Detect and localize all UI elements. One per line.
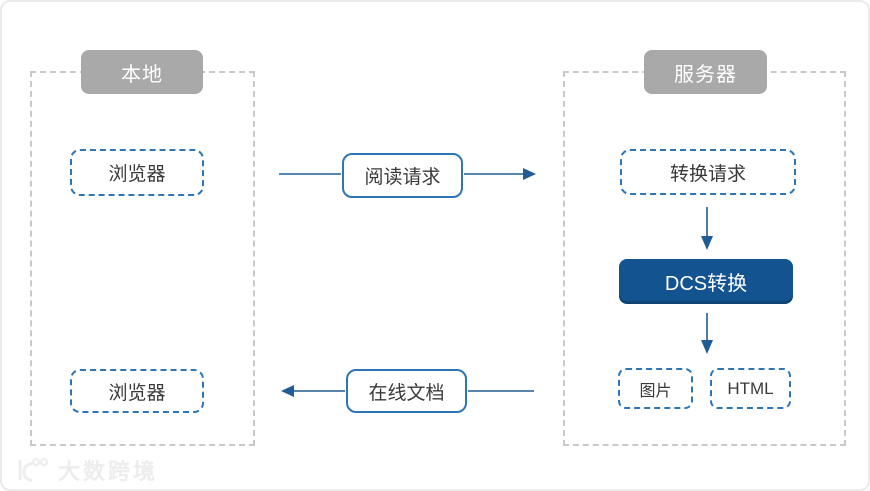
node-read-request-label: 阅读请求 [364,167,441,188]
group-badge-server: 服务器 [644,50,767,94]
group-badge-local-label: 本地 [121,63,163,86]
arrow-left-online-doc-to-browser-icon [281,385,345,397]
node-browser-bottom-label: 浏览器 [108,382,166,404]
node-convert-request-label: 转换请求 [669,163,746,185]
arrow-right-read-request-to-server-icon [464,168,536,180]
node-dcs-convert: DCS转换 [619,259,793,304]
node-html-output: HTML [710,368,791,409]
group-badge-server-label: 服务器 [674,63,737,86]
node-convert-request: 转换请求 [620,149,796,195]
watermark: 大数跨境 [16,454,158,486]
node-browser-top-label: 浏览器 [108,164,166,185]
watermark-logo-icon [18,457,49,482]
node-image-output-label: 图片 [639,382,672,400]
group-badge-local: 本地 [81,50,203,94]
node-dcs-convert-label: DCS转换 [664,273,748,295]
node-browser-top: 浏览器 [70,149,204,196]
node-read-request: 阅读请求 [342,153,463,198]
node-html-output-label: HTML [727,378,774,398]
node-image-output: 图片 [618,368,693,409]
watermark-brand-text: 大数跨境 [58,459,159,484]
node-online-doc-label: 在线文档 [368,382,445,404]
node-browser-bottom: 浏览器 [70,369,204,413]
node-online-doc: 在线文档 [346,369,467,413]
